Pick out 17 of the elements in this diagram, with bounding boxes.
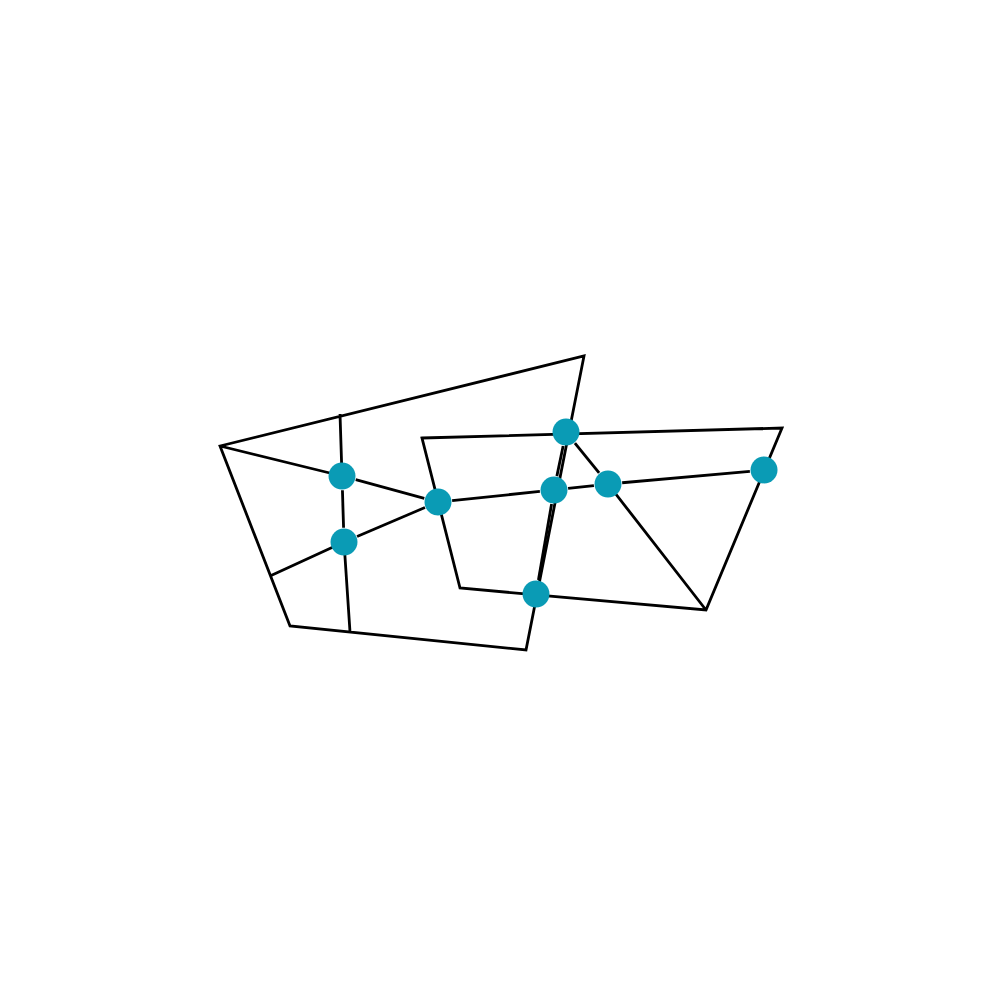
junction-dot <box>522 580 550 608</box>
connector-line <box>355 478 425 500</box>
junction-dot <box>750 456 778 484</box>
junction-dot <box>328 462 356 490</box>
connector-line <box>341 490 345 528</box>
connector-line <box>356 506 426 538</box>
junction-dot <box>330 528 358 556</box>
connector-line <box>573 442 601 474</box>
connector-line <box>622 469 750 485</box>
junction-dot <box>424 488 452 516</box>
connector-line <box>452 490 541 502</box>
junction-dot <box>540 476 568 504</box>
connector-line <box>555 445 565 477</box>
connector-line <box>537 503 553 581</box>
junction-dot <box>552 418 580 446</box>
connector-line <box>567 484 595 490</box>
junction-dot <box>594 470 622 498</box>
